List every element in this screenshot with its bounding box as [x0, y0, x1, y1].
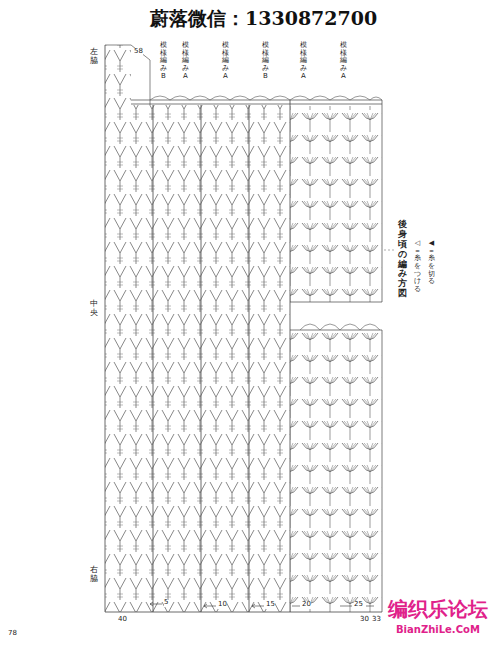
- row-number: 20: [302, 601, 311, 609]
- row-number: 25: [354, 601, 363, 609]
- side-label: 左脇: [90, 48, 98, 66]
- pattern-label: 模様編みA: [340, 42, 347, 80]
- pattern-label: 模様編みB: [262, 42, 269, 80]
- watermark: 编织乐论坛: [388, 598, 488, 620]
- pattern-label: 模様編みA: [222, 42, 229, 80]
- pattern-label: 模様編みA: [182, 42, 189, 80]
- symbol-note: ◀＝糸を切る: [428, 240, 435, 286]
- symbol-note: ◁＝糸をつける: [414, 240, 421, 294]
- row-number: 33: [372, 616, 381, 624]
- row-number: 30: [360, 616, 369, 624]
- side-label: 中央: [90, 300, 98, 318]
- watermark: BianZhiLe.CoM: [396, 624, 480, 635]
- watermark: 蔚落微信：1330872700: [150, 8, 377, 29]
- row-number: 40: [118, 616, 127, 624]
- row-number: 15: [266, 601, 275, 609]
- pattern-label: 模様編みA: [300, 42, 307, 80]
- side-label: 右脇: [90, 566, 98, 584]
- page-number: 78: [8, 630, 17, 638]
- chart-title: 後身頃の編み方図: [398, 220, 407, 299]
- row-number: 58: [134, 48, 143, 56]
- row-number: 10: [218, 601, 227, 609]
- pattern-label: 模様編みB: [160, 42, 167, 80]
- row-number: 5: [164, 599, 168, 607]
